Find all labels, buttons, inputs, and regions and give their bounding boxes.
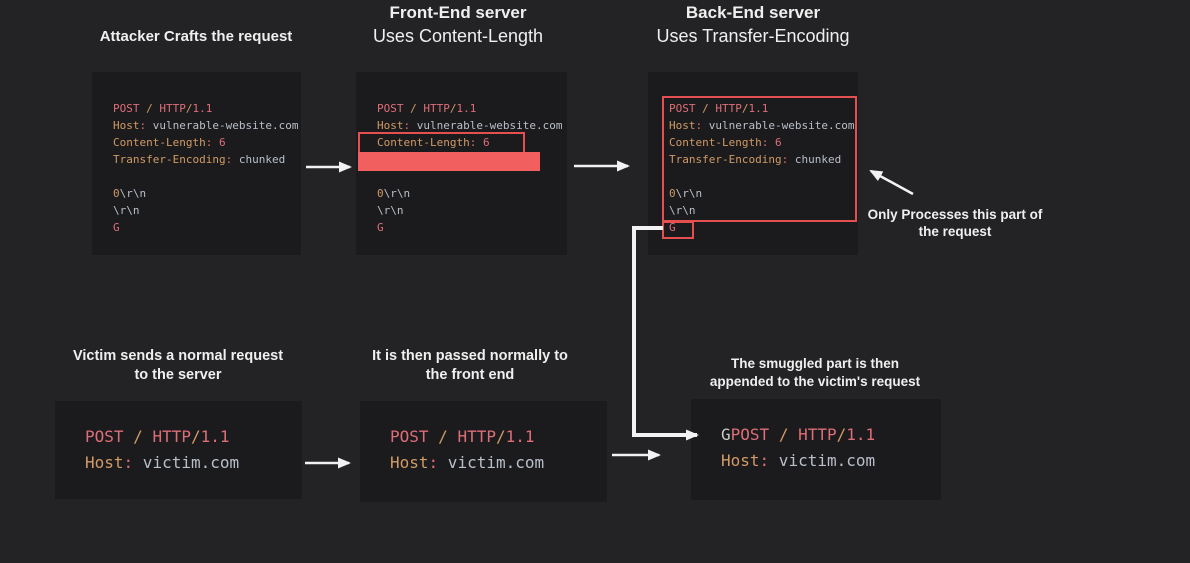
code-line: \r\n bbox=[377, 204, 404, 217]
code-line: Host: victim.com bbox=[721, 451, 876, 470]
code-line: POST / HTTP/1.1 bbox=[113, 102, 213, 115]
code-line: Host: vulnerable-website.com bbox=[113, 119, 299, 132]
passed-heading: It is then passed normally to the front … bbox=[350, 347, 590, 385]
content-length-highlight-box bbox=[358, 132, 525, 154]
code-line: \r\n bbox=[669, 204, 696, 217]
smuggled-g-highlight-box bbox=[662, 221, 694, 239]
code-line: POST / HTTP/1.1 bbox=[377, 102, 477, 115]
backend-title: Back-End server bbox=[685, 3, 821, 22]
code-line: GPOST / HTTP/1.1 bbox=[721, 425, 876, 444]
smuggled-heading: The smuggled part is then appended to th… bbox=[692, 355, 938, 391]
victim-heading: Victim sends a normal request to the ser… bbox=[58, 347, 298, 385]
code-line: G bbox=[113, 221, 120, 234]
passed-heading-line1: It is then passed normally to bbox=[372, 348, 568, 364]
code-line: 0\r\n bbox=[669, 187, 703, 200]
processed-request-highlight-box bbox=[662, 96, 857, 222]
ignored-body-red-bar bbox=[358, 152, 540, 171]
only-processes-note-line1: Only Processes this part of bbox=[867, 207, 1043, 222]
attacker-column-heading: Attacker Crafts the request bbox=[99, 28, 293, 45]
code-line: G bbox=[377, 221, 384, 234]
code-line: Content-Length: 6 bbox=[113, 136, 226, 149]
code-line: Host: vulnerable-website.com bbox=[377, 119, 563, 132]
code-line: Content-Length: 6 bbox=[669, 136, 782, 149]
code-line: POST / HTTP/1.1 bbox=[669, 102, 769, 115]
code-line: Host: victim.com bbox=[85, 453, 240, 472]
code-line: Transfer-Encoding: chunked bbox=[669, 153, 842, 166]
code-line bbox=[113, 168, 301, 185]
code-line: 0\r\n bbox=[377, 187, 411, 200]
frontend-column-heading: Front-End server Uses Content-Length bbox=[338, 1, 578, 47]
code-line: Transfer-Encoding: chunked bbox=[113, 153, 286, 166]
backend-subtitle: Uses Transfer-Encoding bbox=[656, 26, 850, 46]
code-line: POST / HTTP/1.1 bbox=[390, 427, 535, 446]
smuggled-heading-line2: appended to the victim's request bbox=[709, 374, 921, 389]
victim-heading-line1: Victim sends a normal request bbox=[72, 348, 284, 364]
code-line: Host: victim.com bbox=[390, 453, 545, 472]
code-line: \r\n bbox=[113, 204, 140, 217]
code-line: 0\r\n bbox=[113, 187, 147, 200]
smuggled-heading-line1: The smuggled part is then bbox=[730, 356, 900, 371]
backend-column-heading: Back-End server Uses Transfer-Encoding bbox=[633, 1, 873, 47]
passed-heading-line2: the front end bbox=[425, 367, 515, 383]
connector-smuggled-g-to-combined bbox=[632, 226, 699, 441]
frontend-subtitle: Uses Content-Length bbox=[372, 26, 544, 46]
code-line: Host: vulnerable-website.com bbox=[669, 119, 855, 132]
only-processes-note: Only Processes this part of the request bbox=[855, 206, 1055, 240]
frontend-title: Front-End server bbox=[389, 3, 527, 22]
code-line: Content-Length: 6 bbox=[377, 136, 490, 149]
only-processes-note-line2: the request bbox=[918, 224, 992, 239]
victim-heading-line2: to the server bbox=[134, 367, 222, 383]
arrow-note-to-highlight bbox=[869, 169, 914, 196]
code-line: POST / HTTP/1.1 bbox=[85, 427, 230, 446]
